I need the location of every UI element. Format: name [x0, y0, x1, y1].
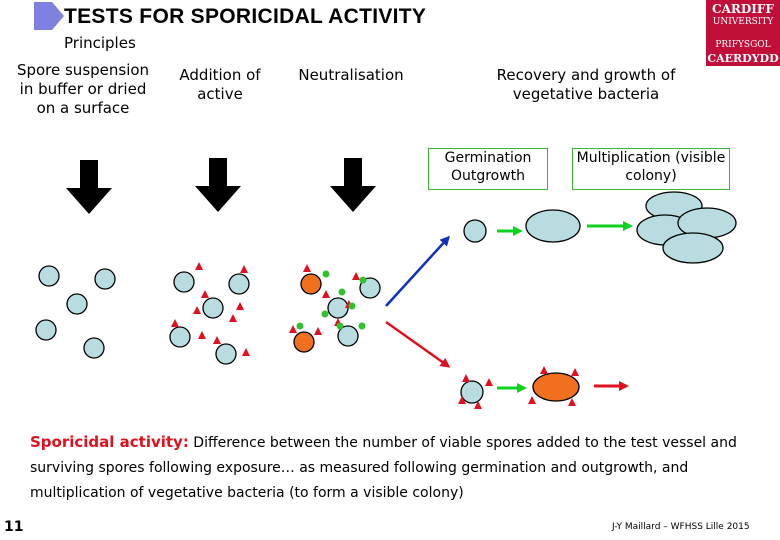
colony: [636, 191, 737, 264]
step-recovery: Recovery and growth of vegetative bacter…: [496, 66, 676, 103]
down-arrow-2: [195, 158, 241, 212]
spore: [173, 271, 195, 293]
surviving-spore: [463, 219, 487, 243]
step-spore-suspension: Spore suspension in buffer or dried on a…: [16, 61, 150, 117]
multiplication-box: Multiplication (visible colony): [572, 148, 730, 190]
description-paragraph: Sporicidal activity: Difference between …: [30, 430, 760, 506]
active-markers-neutralised: [289, 264, 360, 335]
step-neutralisation: Neutralisation: [298, 66, 404, 84]
vegetative-cell: [525, 209, 581, 243]
process-diagram: [35, 158, 737, 409]
red-arrow: [385, 320, 451, 368]
blue-arrow: [385, 235, 451, 307]
logo-line-cardiff: CARDIFF: [712, 2, 774, 16]
spore: [228, 273, 250, 295]
logo-line-prifysgol: PRIFYSGOL: [715, 40, 771, 50]
spore: [460, 380, 484, 404]
description-text: Difference between the number of viable …: [30, 435, 737, 501]
spore: [66, 293, 88, 315]
active-markers: [171, 262, 250, 356]
page-subtitle: Principles: [64, 34, 136, 52]
page-title: TESTS FOR SPORICIDAL ACTIVITY: [64, 5, 427, 28]
spore: [35, 319, 57, 341]
footer-credit: J-Y Maillard – WFHSS Lille 2015: [612, 522, 750, 532]
germination-box: Germination Outgrowth: [428, 148, 548, 190]
spore: [215, 343, 237, 365]
university-logo: CARDIFF UNIVERSITY PRIFYSGOL CAERDYDD: [706, 0, 780, 66]
spore: [202, 297, 224, 319]
spore: [94, 268, 116, 290]
down-arrow-1: [66, 160, 112, 214]
page-number: 11: [4, 519, 24, 535]
spore: [359, 277, 381, 299]
down-arrow-3: [330, 158, 376, 212]
title-accent-arrow: [34, 2, 64, 30]
active-markers: [458, 374, 493, 409]
damaged-spore: [293, 331, 315, 353]
step-addition-of-active: Addition of active: [179, 66, 261, 103]
spore: [337, 325, 359, 347]
spore: [169, 326, 191, 348]
damaged-spore: [300, 273, 322, 295]
active-markers: [528, 366, 579, 406]
logo-line-caerdydd: CAERDYDD: [707, 52, 779, 65]
damaged-cell: [532, 372, 580, 402]
logo-line-university: UNIVERSITY: [712, 17, 774, 27]
spore: [38, 265, 60, 287]
description-highlight: Sporicidal activity:: [30, 433, 189, 451]
neutraliser-markers: [296, 270, 367, 330]
spore: [83, 337, 105, 359]
